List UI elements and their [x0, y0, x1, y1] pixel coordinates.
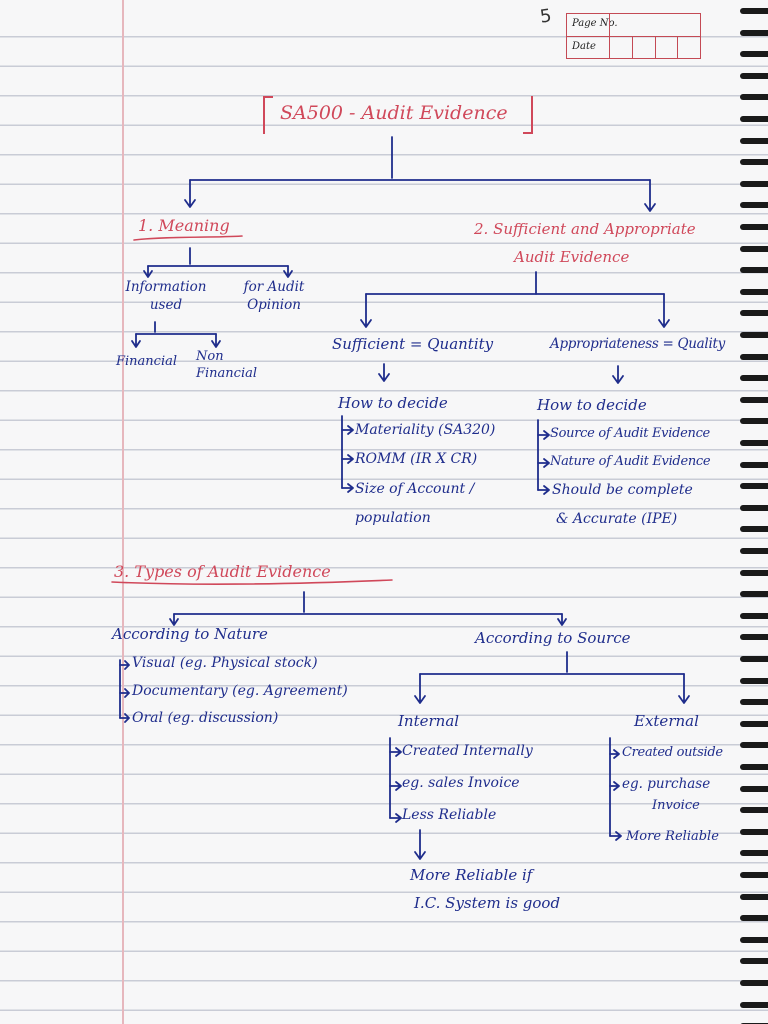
spiral-coil: [740, 612, 768, 619]
spiral-coil: [740, 980, 768, 986]
spiral-coil: [740, 267, 768, 274]
spiral-coil: [740, 526, 768, 533]
spiral-coil: [740, 72, 768, 79]
spiral-coil: [740, 29, 768, 36]
spiral-coil: [740, 850, 768, 857]
spiral-coil: [740, 159, 768, 166]
meaning-heading: 1. Meaning: [138, 216, 230, 235]
meaning-sub-financial: Financial: [116, 354, 178, 369]
sufficient-appropriate-heading-line1: 2. Sufficient and Appropriate: [474, 220, 696, 238]
external-item-invoice: Invoice: [652, 798, 700, 813]
spiral-coil: [740, 8, 768, 14]
spiral-coil: [740, 245, 768, 252]
spiral-coil: [740, 591, 768, 598]
spiral-coil: [740, 807, 768, 814]
spiral-coil: [740, 396, 768, 403]
internal-item-reliability: Less Reliable: [402, 807, 497, 823]
spiral-coil: [740, 440, 768, 446]
spiral-coil: [740, 720, 768, 727]
internal-item-example: eg. sales Invoice: [402, 775, 520, 791]
spiral-coil: [740, 310, 768, 317]
appropriate-item-source: Source of Audit Evidence: [550, 426, 710, 441]
sufficient-item-materiality: Materiality (SA320): [355, 422, 496, 438]
spiral-coil: [740, 893, 768, 900]
page-header-box: Page No. Date: [566, 13, 701, 59]
external-item-reliability: More Reliable: [626, 829, 719, 844]
spiral-coil: [740, 936, 768, 943]
spiral-coil: [740, 958, 768, 965]
spiral-coil: [740, 332, 768, 338]
title-bracket-box: [263, 96, 533, 134]
meaning-branch-information: Information used: [125, 279, 207, 314]
spiral-coil: [740, 504, 768, 511]
spiral-coil: [740, 872, 768, 878]
appropriate-label: Appropriateness = Quality: [550, 336, 725, 352]
spiral-coil: [740, 375, 768, 382]
margin-line: [122, 0, 124, 1024]
meaning-branch-audit-opinion: for Audit Opinion: [243, 279, 305, 314]
spiral-coil: [740, 137, 768, 144]
nature-item-documentary: Documentary (eg. Agreement): [132, 683, 348, 699]
nature-item-oral: Oral (eg. discussion): [132, 710, 279, 726]
spiral-coil: [740, 202, 768, 209]
types-heading: 3. Types of Audit Evidence: [114, 562, 331, 581]
spiral-coil: [740, 288, 768, 295]
external-label: External: [634, 712, 699, 730]
spiral-coil: [740, 353, 768, 360]
nature-item-visual: Visual (eg. Physical stock): [132, 655, 318, 671]
spiral-coil: [740, 634, 768, 641]
spiral-coil: [740, 461, 768, 468]
spiral-coil: [740, 418, 768, 425]
meaning-sub-non-financial: Non Financial: [196, 349, 258, 381]
internal-item-created: Created Internally: [402, 743, 533, 759]
spiral-coil: [740, 224, 768, 230]
sufficient-appropriate-heading-line2: Audit Evidence: [514, 248, 630, 266]
spiral-coil: [740, 548, 768, 554]
spiral-coil: [740, 785, 768, 792]
diagram-title: SA500 - Audit Evidence: [280, 102, 508, 124]
spiral-coil: [740, 569, 768, 576]
sufficient-item-size: Size of Account /: [355, 481, 475, 497]
spiral-coil: [740, 699, 768, 706]
spiral-coil: [740, 742, 768, 749]
spiral-coil: [740, 116, 768, 122]
spiral-coil: [740, 656, 768, 662]
internal-note-line1: More Reliable if: [410, 866, 533, 884]
spiral-coil: [740, 94, 768, 101]
internal-label: Internal: [398, 712, 460, 730]
internal-note-line2: I.C. System is good: [414, 894, 561, 912]
nature-label: According to Nature: [112, 625, 268, 643]
sufficient-item-population: population: [355, 510, 431, 526]
spiral-coil: [740, 915, 768, 922]
sufficient-how-to-decide: How to decide: [338, 394, 448, 412]
page-no-label: Page No.: [572, 18, 618, 29]
external-item-created: Created outside: [622, 745, 723, 760]
spiral-coil: [740, 828, 768, 835]
spiral-coil: [740, 180, 768, 187]
appropriate-item-nature: Nature of Audit Evidence: [550, 454, 711, 469]
appropriate-how-to-decide: How to decide: [537, 396, 647, 414]
date-label: Date: [572, 41, 596, 52]
spiral-binding: [734, 0, 768, 1024]
spiral-coil: [740, 1001, 768, 1008]
sufficient-item-romm: ROMM (IR X CR): [355, 451, 478, 467]
external-item-example: eg. purchase: [622, 776, 711, 792]
spiral-coil: [740, 51, 768, 58]
spiral-coil: [740, 764, 768, 770]
sufficient-label: Sufficient = Quantity: [332, 335, 494, 353]
source-label: According to Source: [475, 629, 631, 647]
spiral-coil: [740, 677, 768, 684]
appropriate-item-complete: Should be complete: [552, 482, 693, 498]
appropriate-item-accurate: & Accurate (IPE): [556, 511, 678, 527]
spiral-coil: [740, 483, 768, 490]
